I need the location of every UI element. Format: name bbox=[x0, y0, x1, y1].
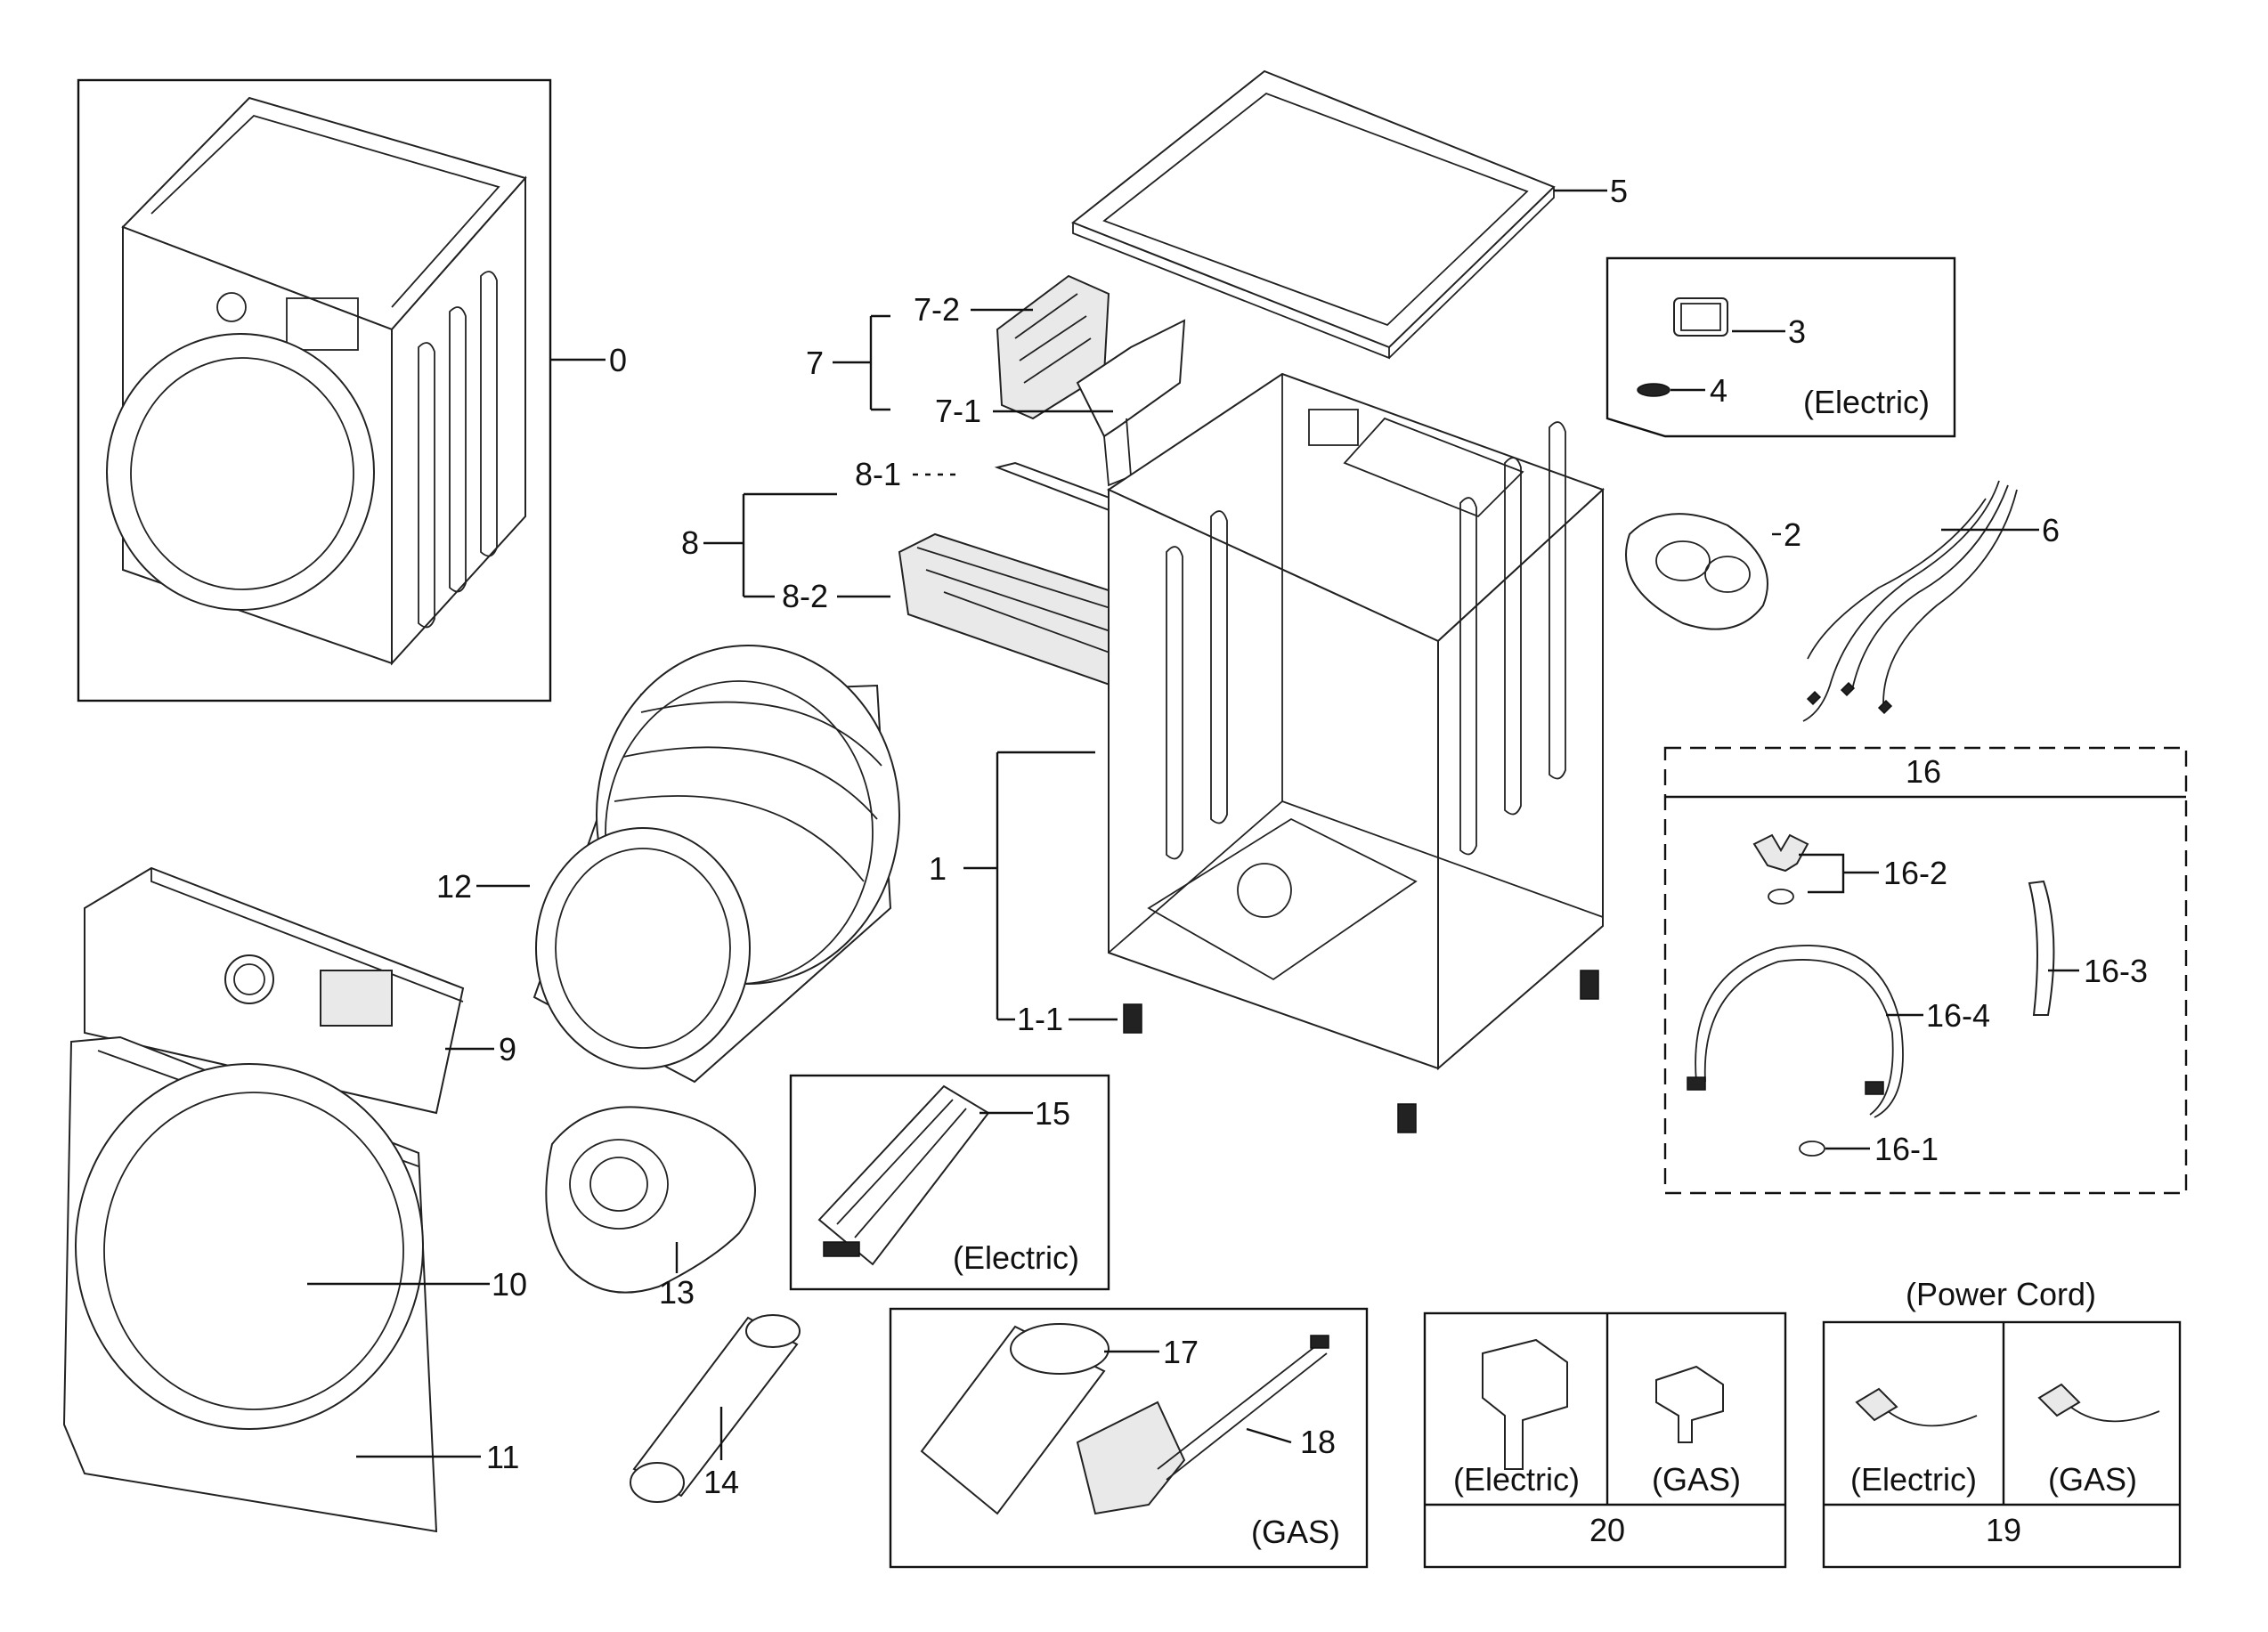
label-2: 2 bbox=[1784, 516, 1801, 553]
label-7-1: 7-1 bbox=[935, 393, 981, 429]
label-8-2: 8-2 bbox=[782, 578, 828, 614]
label-0: 0 bbox=[609, 342, 627, 378]
part-15-frame bbox=[789, 1074, 1110, 1291]
label-1-1: 1-1 bbox=[1017, 1001, 1063, 1037]
label-8-1: 8-1 bbox=[855, 456, 901, 492]
part-5-top-cover: 5 bbox=[1071, 69, 1628, 360]
label-18: 18 bbox=[1300, 1424, 1336, 1460]
label-7-2: 7-2 bbox=[914, 291, 960, 328]
label-13: 13 bbox=[659, 1274, 695, 1311]
part-7-bracket-group: 7 7-2 7-1 bbox=[806, 274, 1186, 487]
label-17: 17 bbox=[1163, 1334, 1199, 1370]
label-1: 1 bbox=[929, 850, 947, 887]
part-3-4-electric-box: 3 4 (Electric) bbox=[1605, 256, 1956, 438]
part-10-11-door-front: 10 11 bbox=[62, 1035, 527, 1533]
label-6: 6 bbox=[2042, 512, 2060, 548]
part-17-18-gas-box: 17 18 (GAS) bbox=[889, 1307, 1369, 1569]
note-gas-17-18: (GAS) bbox=[1251, 1514, 1340, 1550]
label-19: 19 bbox=[1986, 1512, 2021, 1548]
label-8: 8 bbox=[681, 524, 699, 561]
part-20-bracket-box: (Electric) (GAS) 20 bbox=[1423, 1311, 1787, 1569]
part-2-duct-cover: 2 bbox=[1625, 513, 1801, 630]
part-20-frame bbox=[1423, 1311, 1787, 1569]
part-19-power-cord-box: (Power Cord) (Electric) (GAS) 19 bbox=[1822, 1276, 2182, 1569]
part-15-heater-box: 15 (Electric) bbox=[789, 1074, 1110, 1291]
label-16-4: 16-4 bbox=[1926, 997, 1990, 1034]
label-9: 9 bbox=[499, 1031, 516, 1068]
note-gas-20: (GAS) bbox=[1652, 1461, 1741, 1498]
label-15: 15 bbox=[1035, 1095, 1070, 1132]
label-5: 5 bbox=[1610, 173, 1628, 209]
part-1-1-legs bbox=[1123, 970, 1599, 1133]
note-gas-19: (GAS) bbox=[2048, 1461, 2137, 1498]
part-16-frame bbox=[1663, 746, 2188, 1195]
label-16: 16 bbox=[1906, 753, 1941, 790]
part-3-4-frame bbox=[1605, 256, 1956, 438]
label-14: 14 bbox=[703, 1464, 739, 1500]
label-20: 20 bbox=[1589, 1512, 1625, 1548]
note-power-cord: (Power Cord) bbox=[1906, 1276, 2096, 1312]
part-9-control-panel: 9 bbox=[84, 866, 516, 1115]
note-electric-20: (Electric) bbox=[1453, 1461, 1580, 1498]
part-19-frame bbox=[1822, 1320, 2182, 1569]
note-electric-3-4: (Electric) bbox=[1803, 384, 1930, 420]
label-16-2: 16-2 bbox=[1883, 855, 1947, 891]
part-0-frame bbox=[77, 78, 552, 702]
note-electric-15: (Electric) bbox=[953, 1239, 1079, 1276]
label-10: 10 bbox=[492, 1266, 527, 1303]
part-13-blower-housing: 13 bbox=[545, 1106, 756, 1311]
part-0-dryer-assembly: 0 bbox=[77, 78, 627, 702]
part-14-duct: 14 bbox=[630, 1314, 801, 1503]
label-16-1: 16-1 bbox=[1874, 1131, 1939, 1167]
part-17-18-frame bbox=[889, 1307, 1369, 1569]
label-4: 4 bbox=[1710, 372, 1727, 409]
label-16-3: 16-3 bbox=[2084, 953, 2148, 989]
label-3: 3 bbox=[1788, 313, 1806, 350]
part-16-hose-kit: 16 16-2 16-4 16-3 16-1 bbox=[1663, 746, 2188, 1195]
part-1-cabinet: 1 1-1 bbox=[929, 372, 1605, 1071]
part-12-drum: 12 bbox=[436, 645, 900, 1084]
note-electric-19: (Electric) bbox=[1850, 1461, 1977, 1498]
label-11: 11 bbox=[486, 1439, 519, 1475]
label-12: 12 bbox=[436, 868, 472, 905]
label-7: 7 bbox=[806, 345, 824, 381]
part-6-wire-harness: 6 bbox=[1802, 480, 2060, 722]
